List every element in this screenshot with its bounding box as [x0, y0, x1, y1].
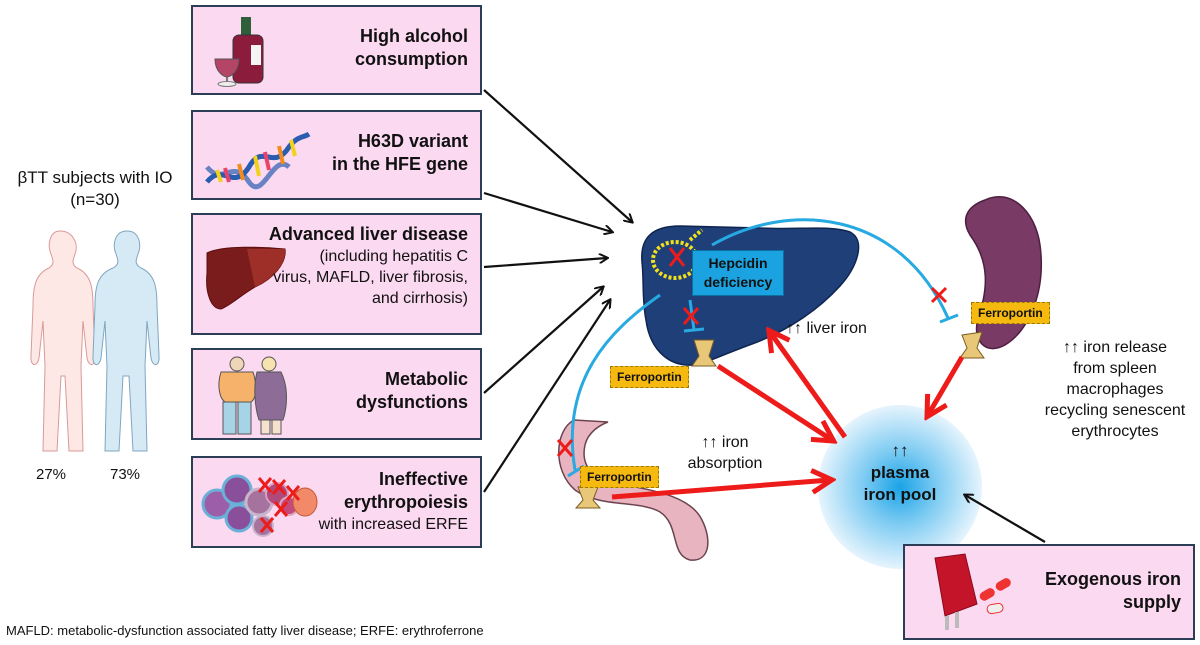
inhibition-line-intestine: [570, 293, 661, 471]
arrow-alcohol-to-liver: [483, 89, 632, 222]
x-mark-spleen: [930, 286, 948, 304]
risk-box-metabolic: Metabolic dysfunctions: [191, 348, 482, 440]
dna-helix-icon: [203, 122, 313, 192]
wine-bottle-glass-icon: [213, 15, 283, 87]
ferroportin-label-spleen: Ferroportin: [971, 302, 1050, 324]
risk-title-line: Advanced liver disease: [268, 224, 468, 244]
cirrhotic-liver-icon: [203, 243, 288, 313]
iron-absorption-label: ↑↑ iron absorption: [670, 432, 780, 474]
arrow-erythropoiesis-to-liver: [483, 300, 610, 493]
spleen-release-line: ↑↑ iron release: [1062, 339, 1168, 356]
plasma-pool-line: ↑↑: [891, 441, 909, 460]
ferroportin-channels: [574, 331, 985, 509]
ferroportin-channel-liver: [691, 339, 717, 367]
risk-subtitle-line: virus, MAFLD, liver fibrosis,: [273, 269, 468, 286]
cohort-n: (n=30): [70, 190, 120, 209]
hepcidin-deficiency-label: Hepcidin deficiency: [692, 250, 784, 296]
risk-box-alcohol: High alcohol consumption: [191, 5, 482, 95]
absorption-line: absorption: [687, 455, 763, 472]
plasma-pool-line: plasma: [870, 463, 930, 482]
ferroportin-channel-spleen: [959, 331, 985, 359]
exogenous-iron-box: Exogenous iron supply: [903, 544, 1195, 640]
x-mark-liver: [682, 307, 700, 325]
body-silhouettes: [30, 230, 160, 452]
male-silhouette-icon: [92, 230, 160, 452]
arrow-exogenous-to-pool: [965, 495, 1046, 543]
blocked-marks: [556, 247, 948, 457]
risk-title-line: erythropoiesis: [343, 492, 468, 512]
risk-box-hfe: H63D variant in the HFE gene: [191, 110, 482, 200]
arrow-metabolic-to-liver: [483, 287, 603, 394]
cohort-panel: βTT subjects with IO (n=30) 27% 73%: [0, 168, 190, 488]
female-silhouette-icon: [30, 230, 96, 452]
liver-iron-label: ↑↑ liver iron: [786, 320, 867, 337]
plasma-iron-pool-label: ↑↑ plasma iron pool: [840, 440, 960, 506]
ferroportin-label-intestine: Ferroportin: [580, 466, 659, 488]
hepcidin-label-line: deficiency: [703, 274, 773, 290]
risk-title-line: dysfunctions: [355, 392, 468, 412]
blood-bag-pills-icon: [915, 550, 1025, 636]
risk-title-line: in the HFE gene: [331, 154, 468, 174]
exogenous-line: supply: [1122, 592, 1181, 612]
risk-box-liver-disease: Advanced liver disease (including hepati…: [191, 213, 482, 335]
arrow-liverdisease-to-liver: [483, 258, 607, 269]
risk-subtitle-line: with increased ERFE: [318, 516, 468, 533]
spleen-release-line: erythrocytes: [1071, 423, 1159, 440]
plasma-pool-glow: [818, 405, 982, 569]
erythroid-cells-icon: [201, 466, 321, 538]
risk-title-line: High alcohol: [360, 26, 468, 46]
ferroportin-label-liver: Ferroportin: [610, 366, 689, 388]
exogenous-line: Exogenous iron: [1044, 569, 1181, 589]
arrow-spleen-to-pool: [928, 355, 965, 415]
male-percentage: 73%: [110, 466, 141, 483]
arrow-pool-to-liver: [770, 332, 848, 439]
inhibition-line-spleen: [711, 218, 950, 319]
spleen-release-line: from spleen: [1073, 360, 1157, 377]
risk-box-erythropoiesis: Ineffective erythropoiesis with increase…: [191, 456, 482, 548]
cohort-title: βTT subjects with IO: [17, 168, 173, 187]
spleen-release-line: recycling senescent: [1044, 402, 1186, 419]
risk-subtitle-line: (including hepatitis C: [319, 248, 468, 265]
arrow-hfe-to-liver: [483, 191, 612, 232]
risk-subtitle-line: and cirrhosis): [371, 290, 468, 307]
obese-couple-icon: [211, 354, 301, 438]
x-mark-hepcidin: [668, 247, 686, 267]
spleen-illustration: [964, 195, 1042, 350]
iron-flux-arrows: [611, 332, 965, 500]
spleen-release-label: ↑↑ iron release from spleen macrophages …: [1040, 337, 1190, 442]
risk-title-line: H63D variant: [357, 131, 468, 151]
spleen-release-line: macrophages: [1066, 381, 1164, 398]
risk-title-line: Metabolic: [384, 369, 468, 389]
x-mark-intestine: [556, 439, 574, 457]
risk-title-line: consumption: [355, 49, 468, 69]
hepcidin-label-line: Hepcidin: [708, 255, 768, 271]
female-percentage: 27%: [36, 466, 67, 483]
arrow-intestine-to-pool: [611, 480, 830, 500]
plasma-pool-line: iron pool: [863, 485, 937, 504]
risk-arrows: [483, 89, 1046, 543]
risk-title-line: Ineffective: [378, 469, 468, 489]
absorption-line: ↑↑ iron: [701, 434, 749, 451]
arrow-liver-to-pool: [716, 363, 832, 440]
intestine-illustration: [558, 419, 709, 561]
footnote: MAFLD: metabolic-dysfunction associated …: [6, 623, 484, 638]
